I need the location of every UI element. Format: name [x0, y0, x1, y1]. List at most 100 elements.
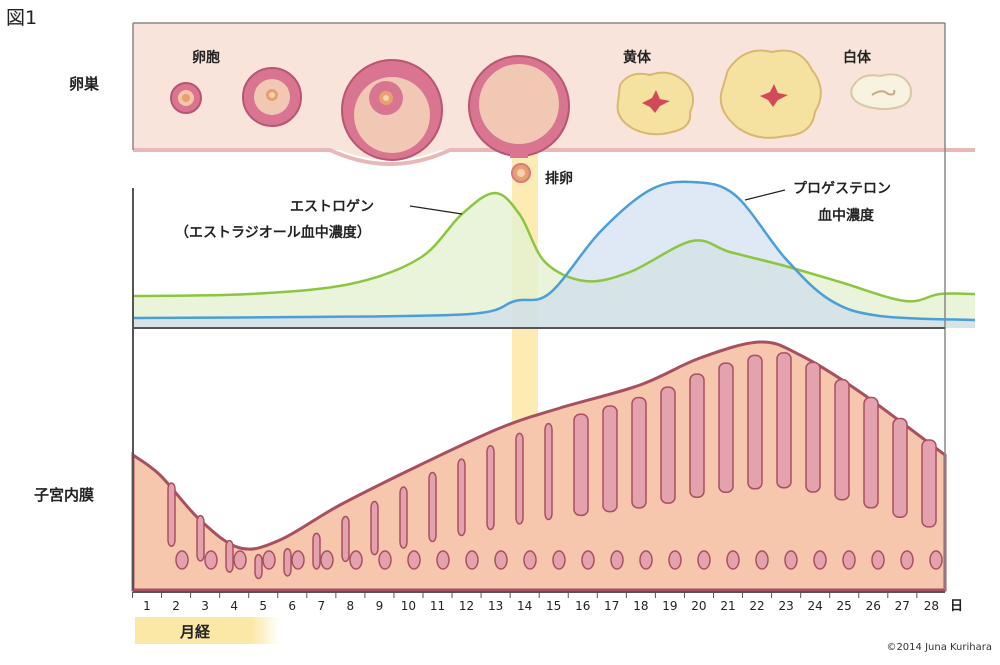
follicle-label: 卵胞: [192, 49, 220, 66]
follicle-2: [242, 67, 302, 127]
figure-label: 図1: [6, 7, 37, 29]
estrogen-leader: [409, 205, 463, 215]
gland: [602, 405, 618, 513]
gland: [399, 486, 408, 549]
endometrium-row-label: 子宮内膜: [34, 486, 94, 504]
day-label: 2: [172, 599, 180, 613]
day-label: 3: [201, 599, 209, 613]
estrogen-label: エストロゲン: [290, 198, 374, 215]
estrogen-sublabel: （エストラジオール血中濃度）: [175, 224, 371, 241]
ovum: [511, 163, 531, 183]
corpus-luteum-1: [616, 71, 695, 136]
gland-section: [813, 550, 827, 570]
day-label: 23: [778, 599, 793, 613]
corpus-albicans-label: 白体: [843, 49, 872, 66]
day-label: 26: [866, 599, 881, 613]
gland-section: [523, 550, 537, 570]
gland-section: [349, 550, 363, 570]
estrogen-curve: [132, 191, 976, 303]
gland: [283, 548, 292, 577]
gland: [747, 354, 763, 490]
progesterone-area: [133, 181, 975, 328]
follicle-1: [170, 82, 202, 114]
progesterone-curve: [132, 180, 976, 322]
endometrial-glands: [167, 352, 943, 580]
gland-section: [291, 550, 305, 570]
day-label: 19: [662, 599, 677, 613]
day-label: 10: [401, 599, 416, 613]
menstruation-bar: [135, 617, 280, 644]
gland: [689, 373, 705, 498]
gland: [515, 432, 524, 525]
gland: [660, 386, 676, 504]
day-label: 9: [376, 599, 384, 613]
day-label: 21: [720, 599, 735, 613]
gland: [834, 378, 850, 501]
day-label: 28: [924, 599, 939, 613]
progesterone-leader: [744, 189, 786, 201]
gland-section: [552, 550, 566, 570]
day-label: 16: [575, 599, 590, 613]
corpus-luteum-label: 黄体: [623, 49, 652, 66]
copyright: ©2014 Juna Kurihara: [886, 642, 992, 653]
day-label: 14: [517, 599, 532, 613]
gland-section: [175, 550, 189, 570]
gland: [196, 514, 205, 562]
day-label: 18: [633, 599, 648, 613]
day-label: 15: [546, 599, 561, 613]
gland-section: [697, 550, 711, 570]
progesterone-label: プロゲステロン: [793, 180, 891, 197]
day-label: 20: [691, 599, 706, 613]
gland: [312, 532, 321, 570]
gland-section: [900, 550, 914, 570]
gland: [167, 482, 176, 547]
day-label: 22: [749, 599, 764, 613]
corpus-albicans: [850, 73, 912, 110]
menstruation-label: 月経: [179, 623, 211, 641]
ovary-row-label: 卵巣: [69, 75, 100, 93]
day-label: 27: [895, 599, 910, 613]
gland-section: [929, 550, 943, 570]
gland-section: [407, 550, 421, 570]
day-label: 24: [808, 599, 823, 613]
progesterone-sublabel: 血中濃度: [818, 207, 875, 224]
gland-section: [871, 550, 885, 570]
gland: [428, 471, 437, 543]
day-unit: 日: [950, 599, 963, 614]
day-label: 5: [259, 599, 267, 613]
day-label: 4: [230, 599, 238, 613]
gland: [573, 413, 589, 517]
gland: [254, 553, 263, 580]
gland: [863, 396, 879, 509]
gland: [718, 362, 734, 494]
follicle-3: [341, 59, 443, 161]
gland-section: [842, 550, 856, 570]
gland-section: [436, 550, 450, 570]
endometrium-tissue: [131, 340, 947, 592]
day-label: 11: [430, 599, 445, 613]
day-label: 8: [347, 599, 355, 613]
gland-section: [755, 550, 769, 570]
gland-section: [262, 550, 276, 570]
follicle-4: [468, 55, 570, 158]
gland-section: [320, 550, 334, 570]
gland: [457, 458, 466, 537]
day-label: 6: [288, 599, 296, 613]
gland-section: [204, 550, 218, 570]
gland: [486, 444, 495, 531]
gland: [892, 417, 908, 518]
gland-section: [233, 550, 247, 570]
gland: [225, 539, 234, 573]
gland-section: [784, 550, 798, 570]
gland-section: [668, 550, 682, 570]
gland: [805, 361, 821, 493]
gland: [631, 396, 647, 509]
gland-section: [639, 550, 653, 570]
day-label: 13: [488, 599, 503, 613]
day-label: 7: [317, 599, 325, 613]
gland-section: [726, 550, 740, 570]
corpus-luteum-2: [719, 49, 822, 139]
gland-section: [494, 550, 508, 570]
day-label: 1: [143, 599, 151, 613]
